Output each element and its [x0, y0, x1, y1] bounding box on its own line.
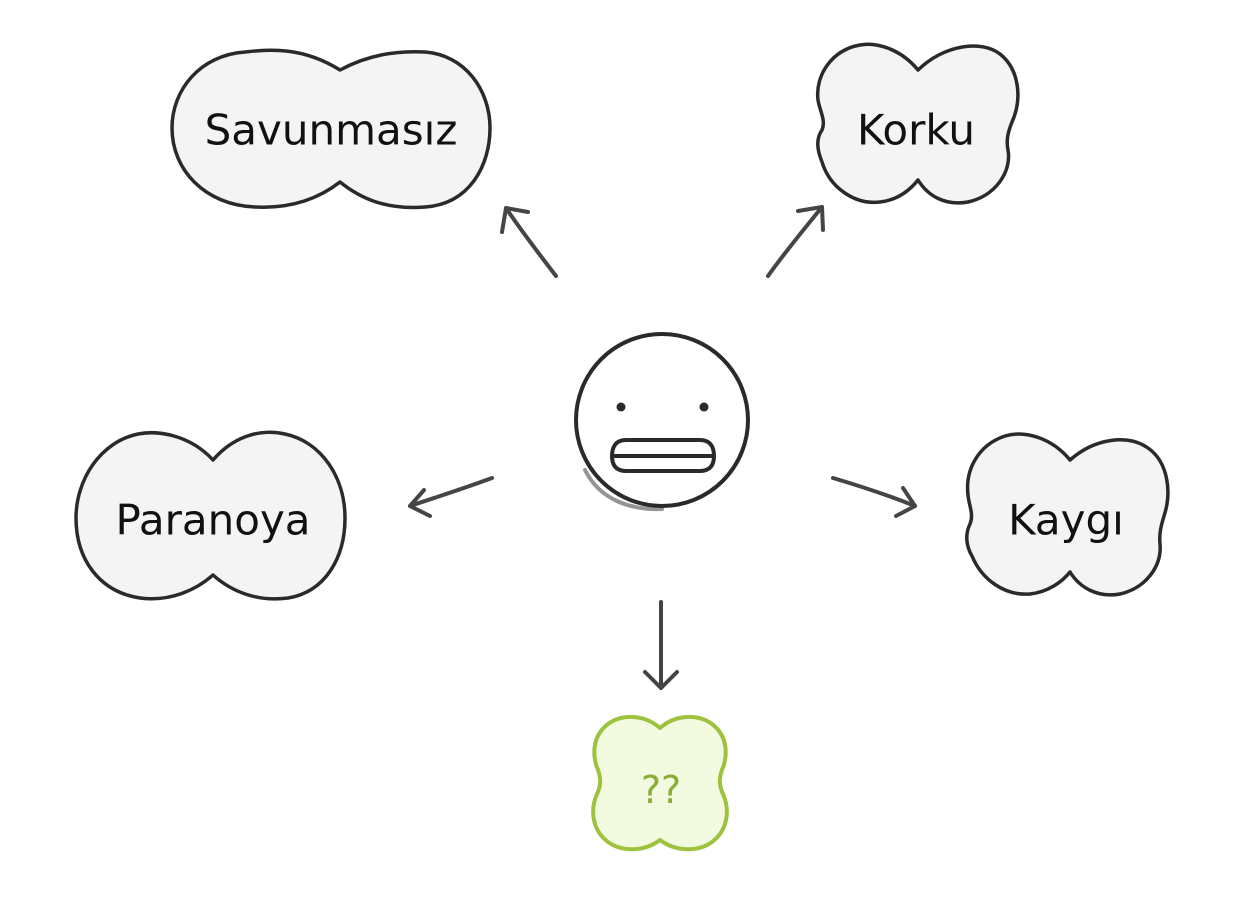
node-unknown: ??: [591, 715, 729, 852]
node-savunmasiz: Savunmasız: [170, 48, 492, 210]
arrow-to-unknown: [643, 600, 679, 690]
node-kaygi-label: Kaygı: [1008, 496, 1124, 545]
arrow-to-korku: [766, 205, 825, 278]
node-paranoya-bubble: [74, 430, 347, 601]
face-right-eye: [699, 402, 709, 412]
node-korku-label: Korku: [857, 106, 975, 155]
arrow-to-paranoya: [408, 476, 494, 518]
node-korku: Korku: [815, 42, 1020, 205]
node-savunmasiz-label: Savunmasız: [205, 106, 458, 155]
face-outline: [574, 332, 750, 508]
node-savunmasiz-bubble: [170, 48, 492, 210]
node-kaygi: Kaygı: [965, 432, 1170, 597]
face-left-eye: [616, 402, 626, 412]
arrow-to-kaygi: [831, 476, 917, 518]
node-paranoya-label: Paranoya: [115, 496, 310, 545]
node-korku-bubble: [815, 42, 1020, 205]
node-unknown-bubble: [591, 715, 729, 852]
arrow-to-savunmasiz: [500, 206, 558, 278]
node-paranoya: Paranoya: [74, 430, 347, 601]
face-mouth: [610, 438, 716, 473]
grimacing-face-icon: [574, 332, 750, 512]
node-unknown-label: ??: [641, 768, 681, 812]
node-kaygi-bubble: [965, 432, 1170, 597]
